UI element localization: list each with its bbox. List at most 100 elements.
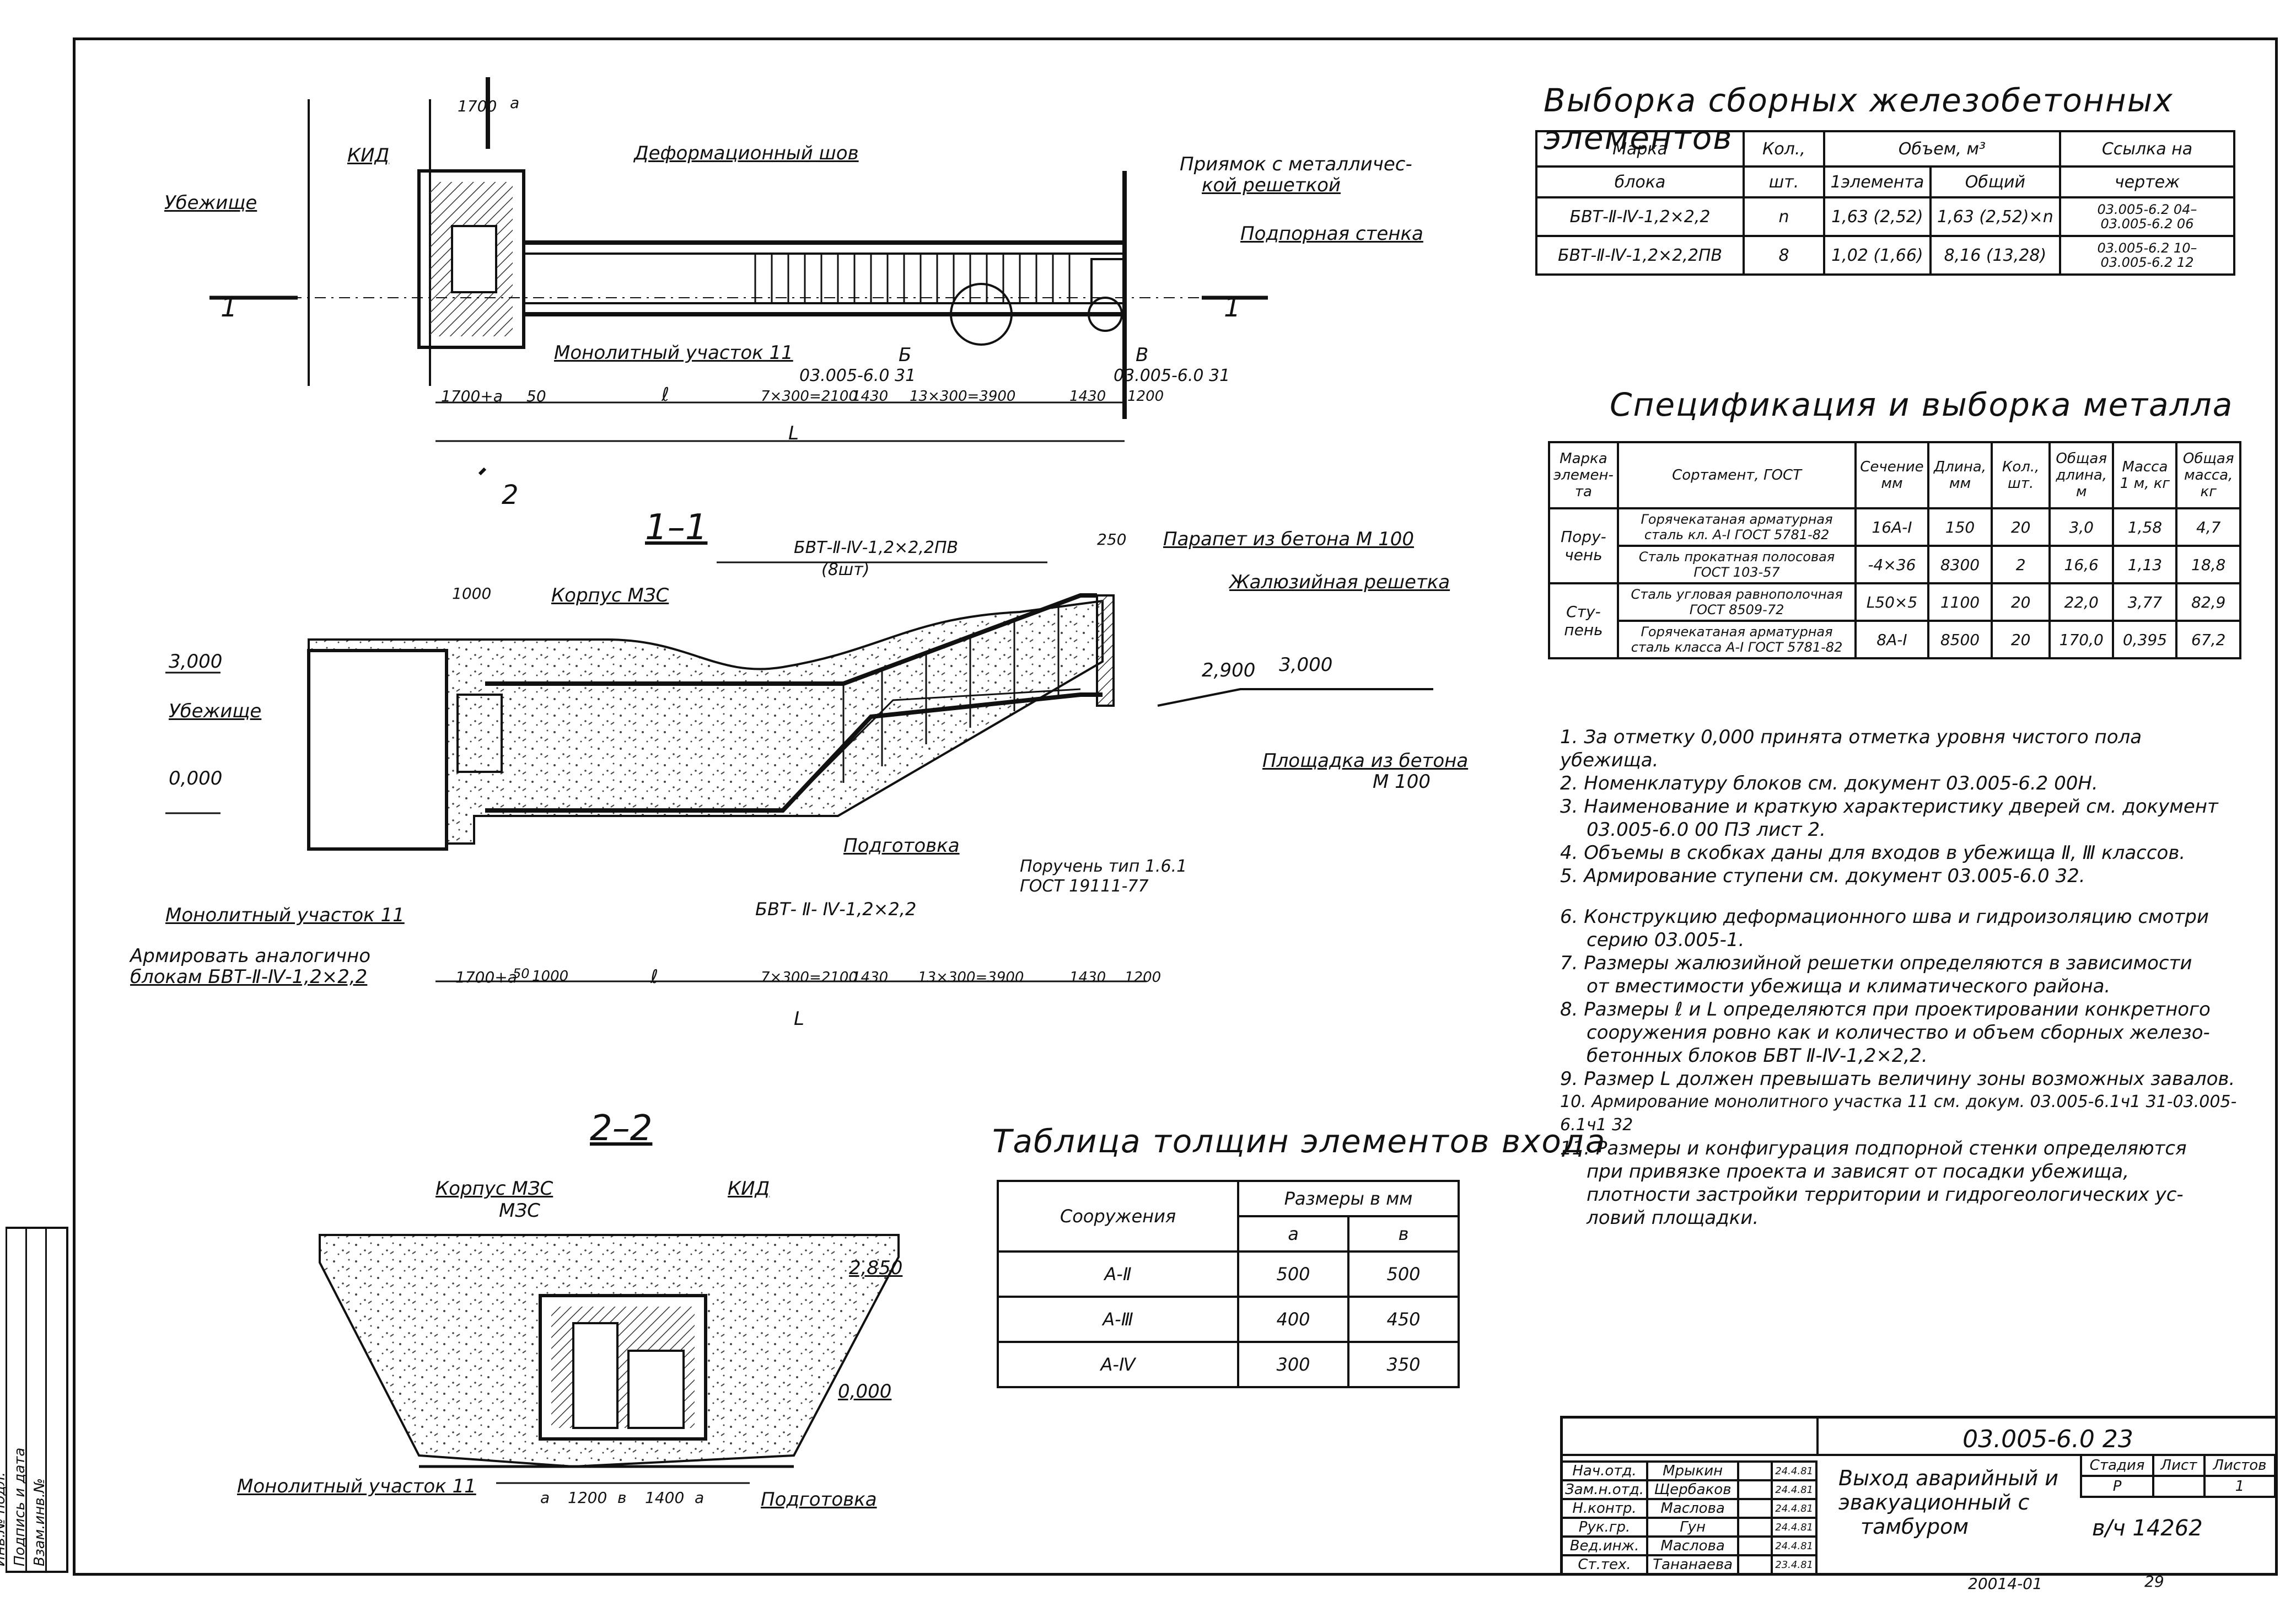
precast-h-qty: Кол.,	[1743, 130, 1825, 168]
section11-dim-1000: 1000	[532, 968, 569, 985]
metal-cell: 22,0	[2048, 582, 2115, 622]
stamp-name: Гун	[1646, 1517, 1740, 1538]
stamp-role: Ст.тех.	[1560, 1554, 1649, 1575]
section11-louver: Жалюзийная решетка	[1229, 571, 1450, 593]
precast-cell: БВТ-Ⅱ-Ⅳ-1,2×2,2ПВ	[1535, 235, 1745, 276]
thickness-cell: 500	[1237, 1250, 1349, 1298]
metal-cell: 0,395	[2112, 620, 2178, 659]
section11-parapet: Парапет из бетона М 100	[1163, 528, 1414, 550]
stamp-name: Щербаков	[1646, 1479, 1740, 1500]
precast-row-2: БВТ-Ⅱ-Ⅳ-1,2×2,2ПВ 8 1,02 (1,66) 8,16 (13…	[1535, 235, 2235, 276]
thickness-title: Таблица толщин элементов входа	[992, 1122, 1606, 1160]
metal-cell: 8А-Ⅰ	[1854, 620, 1929, 659]
section11-prep: Подготовка	[843, 835, 960, 857]
section22-mzs: Корпус МЗС	[435, 1178, 553, 1200]
plan-dim-l: ℓ	[662, 384, 670, 406]
metal-cell: 2	[1991, 545, 2051, 584]
metal-h0: Марка элемен-та	[1548, 441, 1619, 509]
metal-cell: 67,2	[2175, 620, 2241, 659]
plan-callout-b: Б	[899, 344, 912, 366]
section11-reinforce: Армировать аналогично	[130, 945, 371, 967]
stamp-date: 24.4.81	[1771, 1479, 1818, 1500]
section11-dim-l: ℓ	[650, 966, 659, 988]
precast-ref-b: 03.005-6.2 12	[2100, 255, 2194, 270]
note-line: серию 03.005-1.	[1587, 929, 1745, 951]
precast-ref-a: 03.005-6.2 04–	[2097, 202, 2197, 217]
plan-dim-1200: 1200	[1127, 388, 1164, 405]
precast-h-mark: Марка	[1535, 130, 1745, 168]
metal-cell: 20	[1991, 507, 2051, 547]
section11-dim-1430b: 1430	[1069, 969, 1106, 986]
metal-cell: Сталь угловая равнополочная ГОСТ 8509-72	[1616, 582, 1857, 622]
note-line: 11. Размеры и конфигурация подпорной сте…	[1560, 1137, 2187, 1159]
section11-dim-3900: 13×300=3900	[918, 969, 1024, 986]
metal-cell: L50×5	[1854, 582, 1929, 622]
section11-level-3000-right: 3,000	[1279, 654, 1333, 676]
note-line: 1. За отметку 0,000 принята отметка уров…	[1560, 726, 2142, 771]
stamp-archive: в/ч 14262	[2092, 1516, 2203, 1541]
precast-ref-b: 03.005-6.2 06	[2100, 216, 2194, 232]
stamp-sheet-h: Лист	[2152, 1454, 2206, 1477]
stamp-role: Нач.отд.	[1560, 1460, 1649, 1481]
stamp-sheets-h: Листов	[2203, 1454, 2277, 1477]
stamp-code: 03.005-6.0 23	[1962, 1425, 2133, 1453]
note-line: 6. Конструкцию деформационного шва и гид…	[1560, 906, 2209, 928]
section22-level-zero: 0,000	[838, 1381, 892, 1403]
metal-cell: Горячекатаная арматурная сталь кл. А-Ⅰ Г…	[1616, 507, 1857, 547]
plan-kid-label: КИД	[347, 144, 390, 166]
note-line: 5. Армирование ступени см. документ 03.0…	[1560, 865, 2085, 887]
side-stamp: Инв.№ подл. Подпись и дата Взам.инв.№	[0, 1227, 68, 1573]
metal-cell: Сталь прокатная полосовая ГОСТ 103-57	[1616, 545, 1857, 584]
metal-cell: 3,0	[2048, 507, 2115, 547]
stamp-name: Мрыкин	[1646, 1460, 1740, 1481]
plan-total-l: L	[788, 422, 799, 444]
stamp-name: Маслова	[1646, 1498, 1740, 1519]
section11-pad: Площадка из бетона	[1262, 750, 1469, 772]
thickness-cell: 450	[1347, 1296, 1460, 1343]
metal-cell: Горячекатаная арматурная сталь класса А-…	[1616, 620, 1857, 659]
metal-h2: Сечение мм	[1854, 441, 1929, 509]
thickness-cell: А-Ⅲ	[997, 1296, 1239, 1343]
thickness-cell: 350	[1347, 1341, 1460, 1388]
thickness-row: А-Ⅲ 400 450	[997, 1296, 1460, 1343]
plan-shelter-label: Убежище	[164, 192, 257, 214]
section11-block2: БВТ- Ⅱ- Ⅳ-1,2×2,2	[755, 899, 917, 920]
stamp-role: Рук.гр.	[1560, 1517, 1649, 1538]
section11-total-l: L	[794, 1008, 804, 1030]
section11-dim-1430a: 1430	[852, 969, 889, 986]
section11-level-2900: 2,900	[1202, 659, 1256, 681]
plan-section-mark-right: 1	[1224, 292, 1241, 323]
precast-cell: 8,16 (13,28)	[1929, 235, 2062, 276]
metal-title: Спецификация и выборка металла	[1610, 386, 2234, 423]
metal-cell: 150	[1927, 507, 1993, 547]
metal-cell: 8500	[1927, 620, 1993, 659]
plan-joint-label: Деформационный шов	[634, 142, 859, 164]
section22-dim-1400: 1400	[645, 1489, 685, 1507]
section11-dim-250: 250	[1097, 530, 1127, 549]
drawing-frame	[73, 37, 2278, 1576]
section11-level-3000-left: 3,000	[169, 651, 223, 673]
section11-title: 1–1	[645, 507, 708, 548]
section22-mono: Монолитный участок 11	[237, 1475, 476, 1497]
section22-prep: Подготовка	[761, 1489, 877, 1511]
thickness-row: А-Ⅳ 300 350	[997, 1341, 1460, 1388]
precast-ref-cell: 03.005-6.2 04–03.005-6.2 06	[2059, 196, 2235, 237]
plan-view	[209, 77, 1268, 476]
note-line: 3. Наименование и краткую характеристику…	[1560, 796, 2218, 818]
precast-cell: 8	[1743, 235, 1825, 276]
plan-callout-v: В	[1136, 344, 1149, 366]
stamp-title-3: тамбуром	[1861, 1514, 1969, 1539]
metal-cell: 1100	[1927, 582, 1993, 622]
plan-dim-a: a	[510, 94, 520, 112]
stamp-page: 29	[2144, 1572, 2164, 1591]
precast-ref-cell: 03.005-6.2 10–03.005-6.2 12	[2059, 235, 2235, 276]
metal-cell: 4,7	[2175, 507, 2241, 547]
thickness-cell: 400	[1237, 1296, 1349, 1343]
note-line: бетонных блоков БВТ Ⅱ-Ⅳ-1,2×2,2.	[1587, 1045, 1928, 1067]
section11-mono: Монолитный участок 11	[165, 904, 405, 926]
